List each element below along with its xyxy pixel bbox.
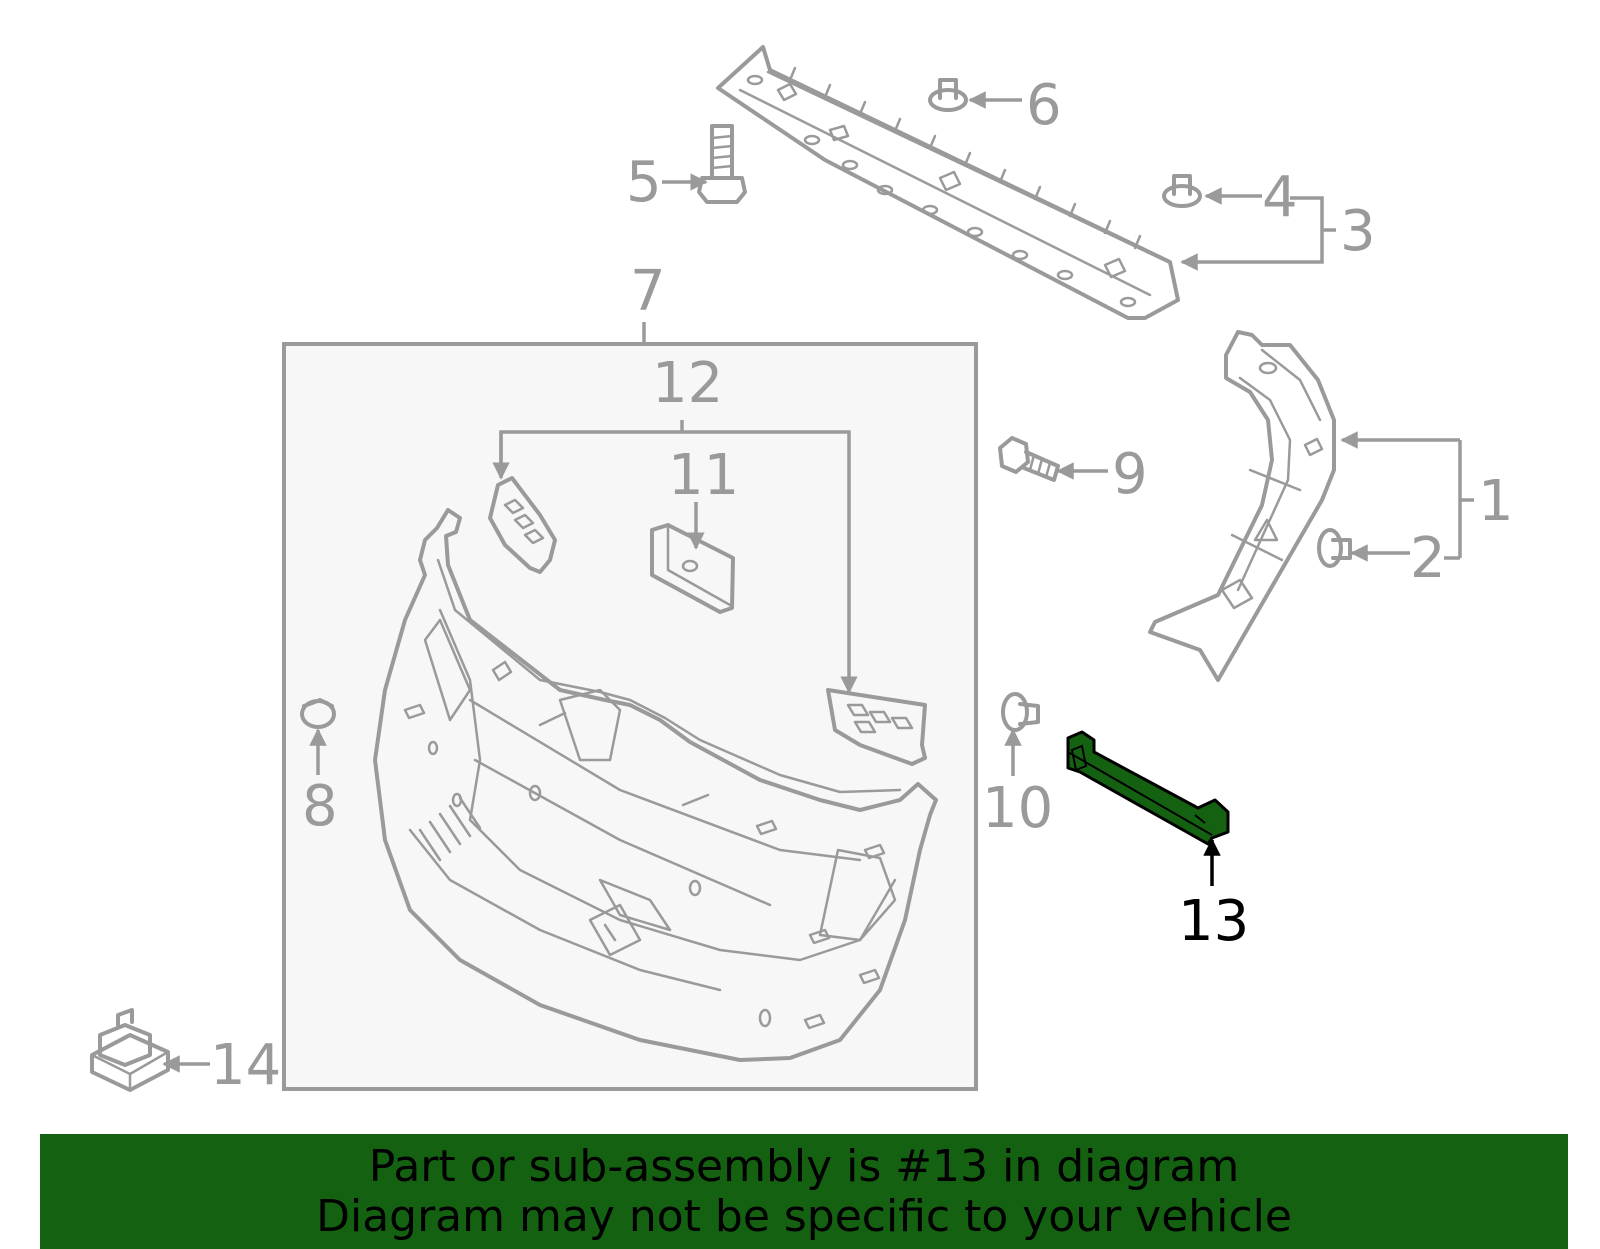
callout-14: 14: [210, 1033, 281, 1098]
callout-4: 4: [1262, 165, 1298, 230]
side-garnish-pillar: [1148, 330, 1336, 682]
callout-labels: 1 2 3 4 5 6 7 8 9 10 11 12 13 14: [210, 73, 1514, 1098]
callout-10: 10: [982, 776, 1053, 841]
liftgate-trim-panel: [373, 508, 938, 1062]
banner-line-2: Diagram may not be specific to your vehi…: [316, 1190, 1292, 1242]
clip-6: [928, 78, 968, 112]
pad-11: [650, 523, 735, 614]
clip-2: [1317, 528, 1352, 568]
leader-lines: [162, 91, 1474, 1073]
callout-12: 12: [652, 351, 723, 416]
screw-9: [998, 436, 1060, 482]
callout-5: 5: [626, 150, 662, 215]
callout-2: 2: [1410, 526, 1446, 591]
connector-14: [90, 1008, 170, 1092]
callout-1: 1: [1478, 469, 1514, 534]
upper-garnish-rail: [716, 45, 1180, 320]
banner-line-1: Part or sub-assembly is #13 in diagram: [368, 1140, 1240, 1192]
callout-6: 6: [1026, 73, 1062, 138]
callout-9: 9: [1112, 442, 1148, 507]
bolt-5: [697, 124, 747, 204]
clip-4: [1162, 174, 1202, 208]
bracket-12-right: [826, 688, 927, 766]
callout-7: 7: [630, 259, 666, 324]
callout-8: 8: [302, 774, 338, 839]
info-banner: Part or sub-assembly is #13 in diagram D…: [40, 1134, 1568, 1249]
callout-11: 11: [668, 443, 739, 508]
callout-13: 13: [1178, 889, 1249, 954]
clip-8: [300, 698, 336, 729]
highlighted-part-13: [1066, 730, 1230, 846]
callout-3: 3: [1340, 199, 1376, 264]
clip-10: [1001, 692, 1040, 732]
bracket-12-left: [488, 476, 557, 574]
